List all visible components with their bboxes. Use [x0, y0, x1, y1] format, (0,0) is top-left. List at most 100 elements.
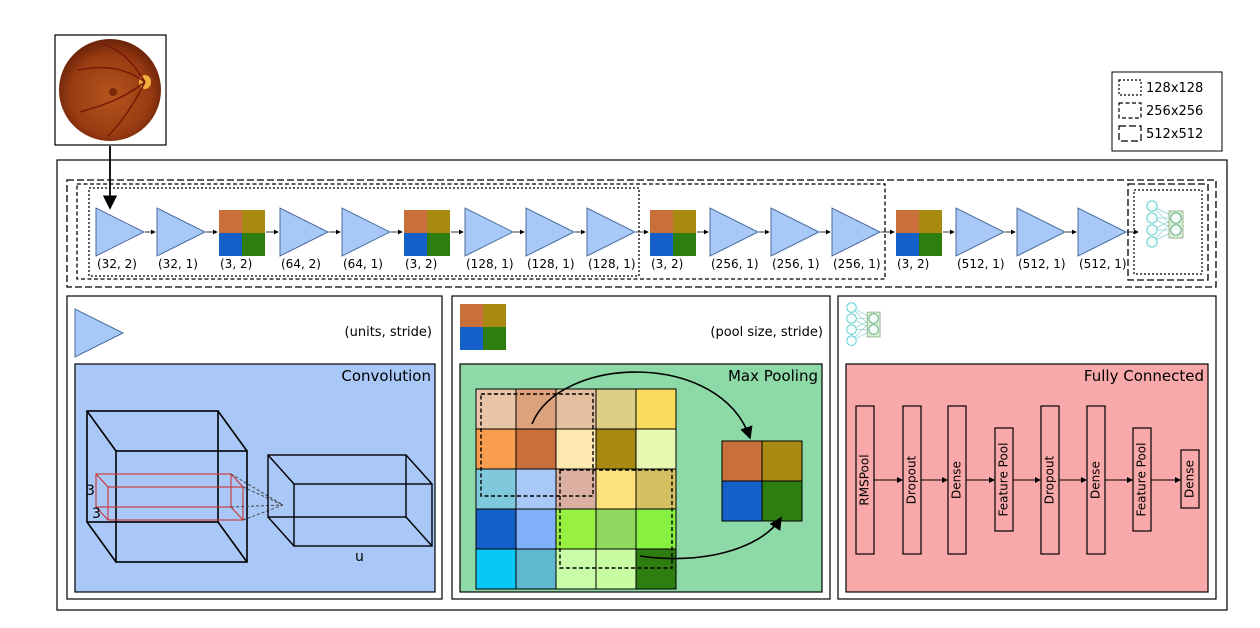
- fc-block-label: Dense: [1089, 461, 1103, 499]
- layer-label: (32, 2): [97, 257, 137, 271]
- conv-layer: (32, 1): [156, 207, 218, 271]
- fc-node: [846, 302, 857, 313]
- layer-label: (3, 2): [651, 257, 683, 271]
- fc-node: [1146, 212, 1158, 224]
- pool-cell: [555, 428, 597, 470]
- conv-title: Convolution: [341, 367, 431, 385]
- pool-quadrant: [427, 210, 450, 233]
- pool-cell: [555, 388, 597, 430]
- layer-label: (512, 1): [957, 257, 1005, 271]
- kernel-projection: [230, 473, 284, 521]
- pool-quadrant: [896, 233, 919, 256]
- pool-out-cell: [721, 440, 763, 482]
- pool-quadrant: [219, 210, 242, 233]
- pool-cell: [515, 508, 557, 550]
- conv-triangle: [770, 207, 821, 257]
- fc-panel-bg: [845, 363, 1209, 593]
- box-512: [66, 179, 1217, 288]
- layer-strip: (32, 2) (32, 1) (3, 2) (64, 2) (64, 1) (3, 2)…: [95, 207, 1139, 271]
- conv-triangle: [586, 207, 637, 257]
- pool-arrow-top: [531, 371, 753, 440]
- pool-cell: [635, 428, 677, 470]
- outer-frame: [56, 159, 1228, 611]
- conv-triangle: [525, 207, 576, 257]
- pool-quadrant: [404, 210, 427, 233]
- conv-triangle: [1077, 207, 1128, 257]
- conv-layer: (256, 1): [831, 207, 895, 271]
- pool-cell: [515, 428, 557, 470]
- pool-quadrant: [673, 210, 696, 233]
- pool-quadrant: [242, 210, 265, 233]
- legend-label-512: 512x512: [1146, 127, 1203, 142]
- fc-node: [846, 335, 857, 346]
- fc-node: [1146, 200, 1158, 212]
- pool-cell: [515, 548, 557, 590]
- conv-triangle: [95, 207, 146, 257]
- conv-layer: (512, 1): [1016, 207, 1077, 271]
- layer-label: (64, 1): [343, 257, 383, 271]
- kernel-height-label: 3: [86, 483, 95, 499]
- fc-block-label: Feature Pool: [997, 443, 1011, 517]
- pool-quadrant: [919, 210, 942, 233]
- pool-quadrant: [919, 233, 942, 256]
- pool-cell: [635, 468, 677, 510]
- conv-triangle: [464, 207, 515, 257]
- fc-network-icon: [1146, 200, 1184, 248]
- layer-label: (256, 1): [711, 257, 759, 271]
- pool-cell: [475, 508, 517, 550]
- pool-out-cell: [761, 480, 803, 522]
- pool-layer: (3, 2): [404, 210, 464, 271]
- box-fc-outer: [1127, 183, 1209, 281]
- conv-panel-bg: [74, 363, 436, 593]
- fc-legend-icon: [846, 302, 881, 346]
- pool-cell: [635, 508, 677, 550]
- conv-legend-icon: [74, 308, 125, 358]
- fc-block-label: Dropout: [1043, 455, 1057, 504]
- pool-layer: (3, 2): [650, 210, 709, 271]
- conv-layer: (32, 2): [95, 207, 156, 271]
- pool-cell: [515, 468, 557, 510]
- input-retina-image: [54, 34, 167, 146]
- pool-quadrant: [673, 233, 696, 256]
- conv-layer: (64, 1): [341, 207, 403, 271]
- legend-swatch-512: [1118, 125, 1142, 142]
- pool-pane: (pool size, stride) Max Pooling: [451, 295, 831, 600]
- fc-block: [1180, 449, 1200, 509]
- legend-swatch-128: [1118, 79, 1142, 96]
- conv-layer: (256, 1): [709, 207, 770, 271]
- pool-cell: [475, 388, 517, 430]
- fc-block-label: RMSPool: [858, 454, 872, 505]
- pool-quadrant: [427, 233, 450, 256]
- layer-label: (64, 2): [281, 257, 321, 271]
- kernel-box: [95, 473, 244, 521]
- pool-window-2: [559, 469, 673, 569]
- pool-layer: (3, 2): [896, 210, 955, 271]
- conv-layer: (64, 2): [279, 207, 341, 271]
- conv-layer: (256, 1): [770, 207, 831, 271]
- pool-cell: [595, 388, 637, 430]
- legend: 128x128 256x256 512x512: [1111, 71, 1223, 152]
- pool-quadrant: [650, 233, 673, 256]
- fc-node: [868, 324, 879, 335]
- layer-label: (32, 1): [158, 257, 198, 271]
- pool-cell: [635, 548, 677, 590]
- pool-input-grid: [475, 388, 677, 590]
- conv-triangle: [955, 207, 1006, 257]
- fc-title: Fully Connected: [1084, 367, 1204, 385]
- layer-label: (3, 2): [405, 257, 437, 271]
- layer-label: (256, 1): [772, 257, 820, 271]
- layer-label: (3, 2): [220, 257, 252, 271]
- pool-quadrant: [404, 233, 427, 256]
- conv-pane: (units, stride) Convolution 3 3: [66, 295, 443, 600]
- pool-cell: [515, 388, 557, 430]
- pool-title: Max Pooling: [728, 367, 818, 385]
- conv-layer: (512, 1): [1077, 207, 1139, 271]
- fc-block-label: Dense: [950, 461, 964, 499]
- pool-quadrant: [242, 233, 265, 256]
- legend-label-256: 256x256: [1146, 104, 1203, 119]
- pool-cell: [475, 548, 517, 590]
- legend-label-128: 128x128: [1146, 81, 1203, 96]
- pool-quadrant: [219, 233, 242, 256]
- kernel-width-label: 3: [92, 506, 101, 522]
- layer-label: (3, 2): [897, 257, 929, 271]
